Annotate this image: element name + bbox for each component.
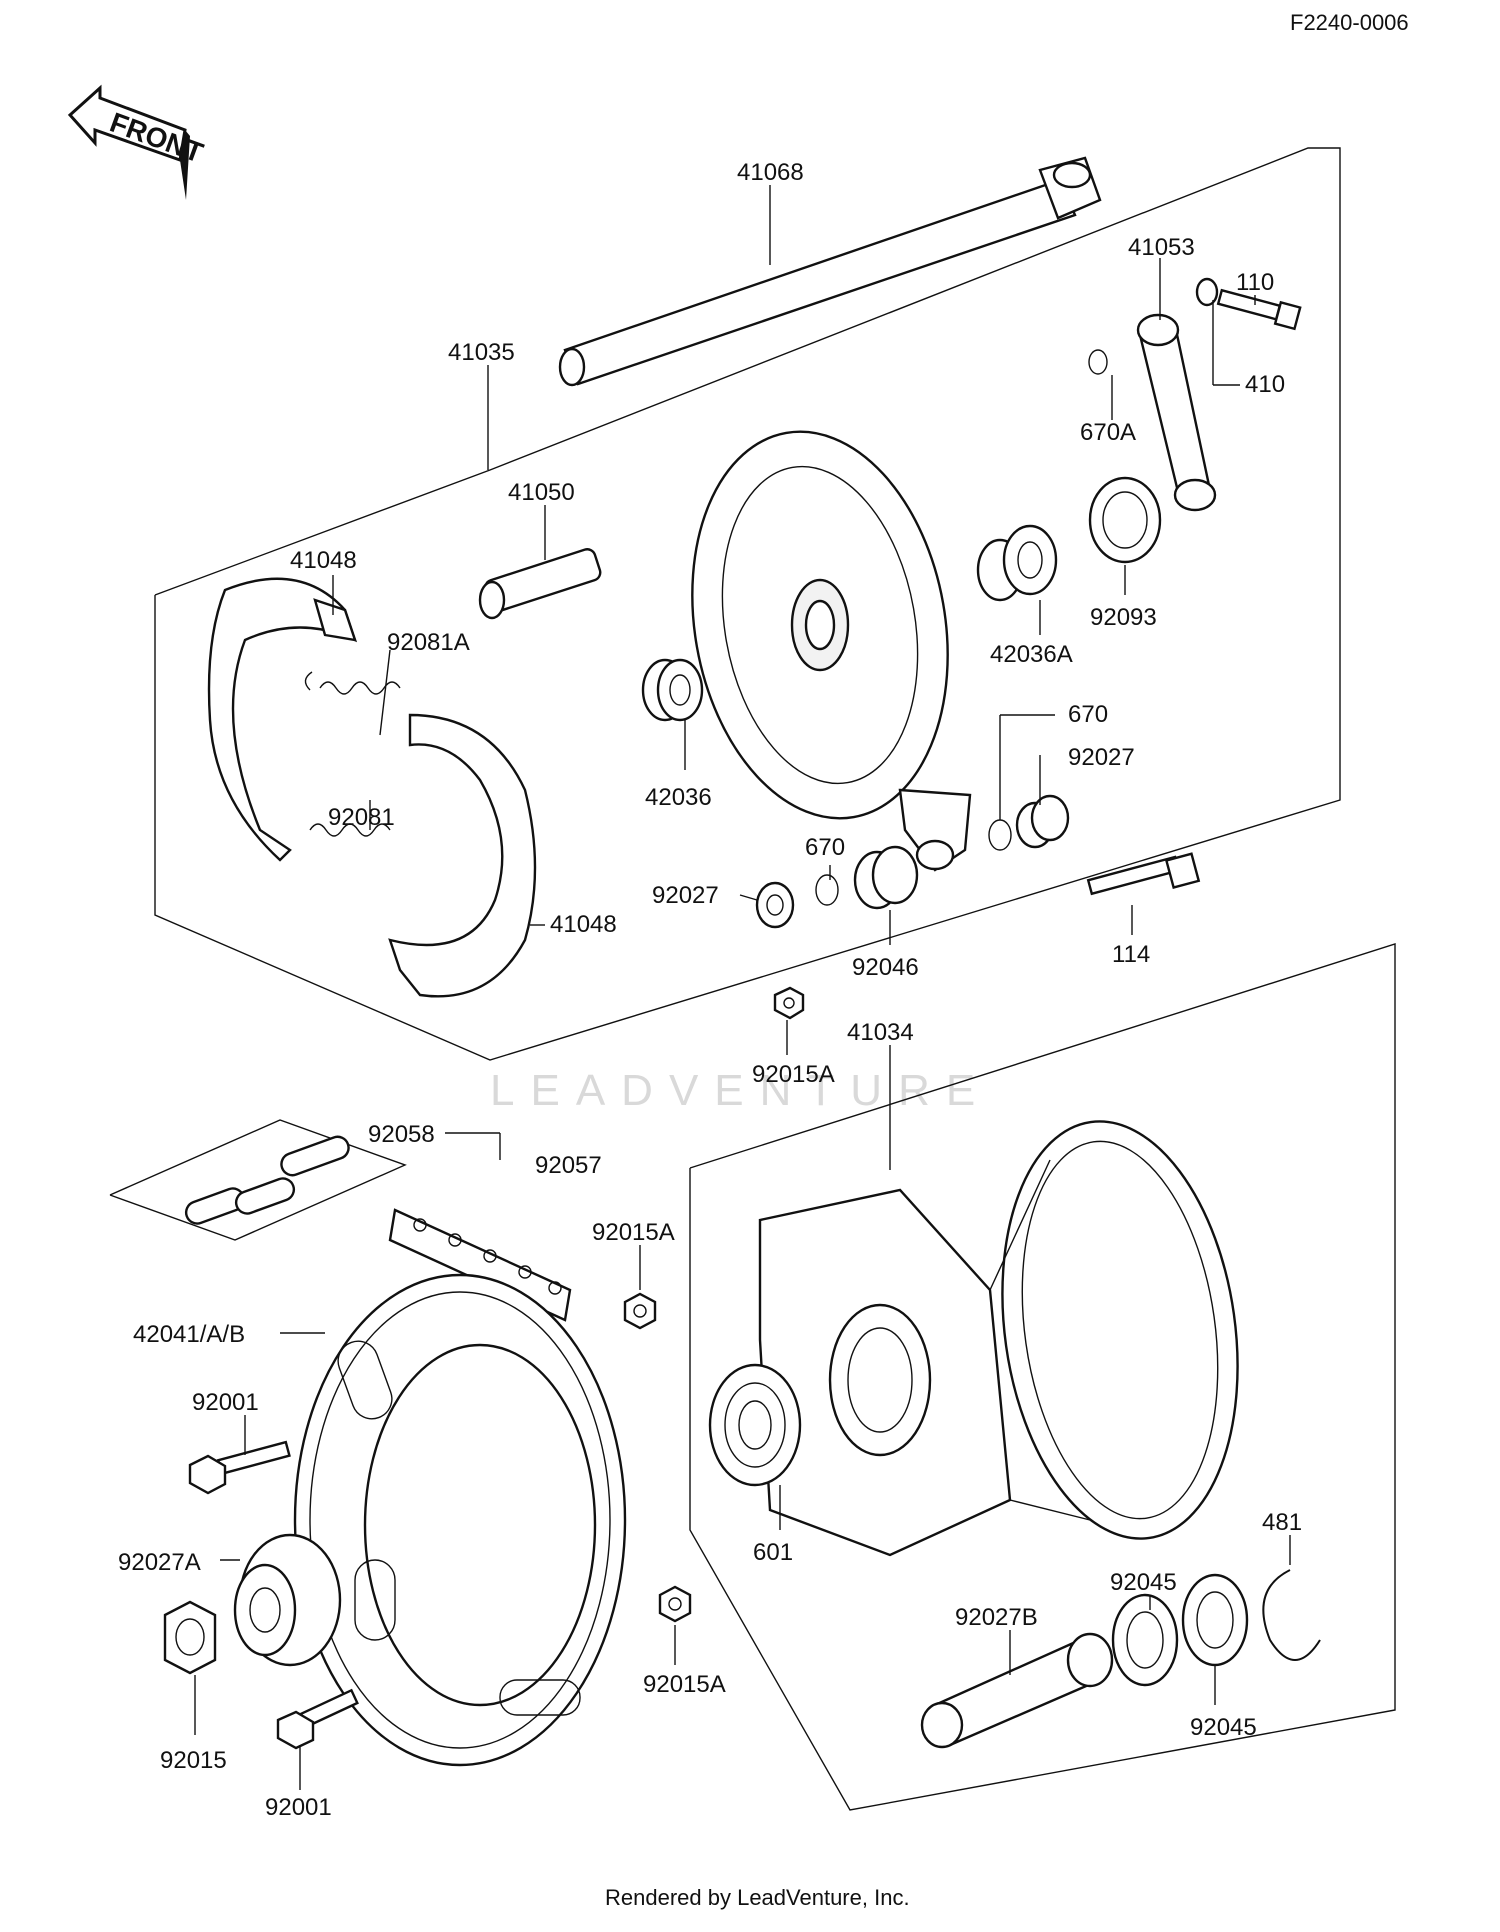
label-92057: 92057 (535, 1152, 602, 1179)
bearing-92045-inner (1111, 1593, 1179, 1687)
hub-assembly-frame (689, 943, 1396, 1811)
collar-42036 (641, 658, 704, 722)
leader-lines (194, 185, 1291, 1790)
brake-shoe-lower (388, 713, 537, 998)
bearing-92045-outer (1181, 1573, 1249, 1667)
oil-seal-92093 (1088, 476, 1162, 564)
circlip-670-left (815, 874, 839, 906)
collar-92027-right (1015, 794, 1070, 849)
label-670-right: 670 (1068, 701, 1108, 728)
brake-cam (478, 548, 602, 620)
brake-panel (691, 430, 972, 872)
rear-hub (758, 1120, 1239, 1557)
label-114: 114 (1112, 941, 1150, 968)
bolt-114 (1086, 852, 1201, 896)
label-410: 410 (1245, 371, 1285, 398)
label-92027-right: 92027 (1068, 744, 1135, 771)
drive-chain (388, 1208, 572, 1322)
label-92027B: 92027B (955, 1604, 1038, 1631)
front-arrow-icon: FRONT (67, 84, 207, 200)
label-92015: 92015 (160, 1747, 227, 1774)
label-41048-bottom: 41048 (550, 911, 617, 938)
label-42036A: 42036A (990, 641, 1073, 668)
collar-42036A (976, 524, 1058, 602)
circlip-670-right (988, 819, 1012, 851)
label-92001-bottom: 92001 (265, 1794, 332, 1821)
label-92045-bottom: 92045 (1190, 1714, 1257, 1741)
part-labels: 41068 41053 110 410 41035 670A 41050 410… (118, 159, 1302, 1821)
label-92015A-mid: 92015A (592, 1219, 675, 1246)
label-42036: 42036 (645, 784, 712, 811)
front-label: FRONT (106, 107, 207, 169)
label-670-left: 670 (805, 834, 845, 861)
label-41068: 41068 (737, 159, 804, 186)
label-42041: 42041/A/B (133, 1321, 245, 1348)
label-110: 110 (1236, 269, 1274, 296)
label-92058: 92058 (368, 1121, 435, 1148)
label-41053: 41053 (1128, 234, 1195, 261)
chain-joint-group (109, 1119, 407, 1241)
axle-shaft (558, 156, 1102, 387)
label-92046: 92046 (852, 954, 919, 981)
sleeve-92027B (920, 1632, 1114, 1749)
circlip-481 (1262, 1569, 1321, 1661)
label-92081: 92081 (328, 804, 395, 831)
label-41050: 41050 (508, 479, 575, 506)
label-92045-top: 92045 (1110, 1569, 1177, 1596)
diagram-code: F2240-0006 (1290, 10, 1409, 35)
label-92027A: 92027A (118, 1549, 201, 1576)
brake-spring-lower (309, 823, 391, 837)
label-92081A: 92081A (387, 629, 470, 656)
circlip-670A (1088, 349, 1108, 375)
torque-link (1136, 313, 1217, 512)
brake-assembly-frame (154, 147, 1341, 1061)
rear-sprocket (293, 1273, 627, 1767)
label-41034: 41034 (847, 1019, 914, 1046)
nut-92015A-mid (623, 1292, 657, 1330)
brake-shoe-upper (207, 577, 358, 862)
label-92093: 92093 (1090, 604, 1157, 631)
nut-92015A-top (773, 986, 805, 1020)
bolt-92001-top (188, 1440, 291, 1495)
nut-92015 (163, 1600, 217, 1675)
bearing-601 (708, 1363, 802, 1487)
label-92001-top: 92001 (192, 1389, 259, 1416)
label-92015A-low: 92015A (643, 1671, 726, 1698)
label-41048-top: 41048 (290, 547, 357, 574)
nut-92015A-low (658, 1585, 692, 1623)
spacer-92046 (853, 845, 919, 910)
label-41035: 41035 (448, 339, 515, 366)
label-481: 481 (1262, 1509, 1302, 1536)
label-670A: 670A (1080, 419, 1136, 446)
label-601: 601 (753, 1539, 793, 1566)
collar-92027-left (755, 881, 795, 929)
watermark: LEADVENTURE (490, 1066, 991, 1115)
label-92015A-top: 92015A (752, 1061, 835, 1088)
bolt-92001-bottom (276, 1688, 359, 1750)
label-92027-left: 92027 (652, 882, 719, 909)
bolt-110 (1195, 277, 1302, 331)
footer-credit: Rendered by LeadVenture, Inc. (605, 1885, 910, 1910)
collar-92027A (233, 1533, 342, 1667)
